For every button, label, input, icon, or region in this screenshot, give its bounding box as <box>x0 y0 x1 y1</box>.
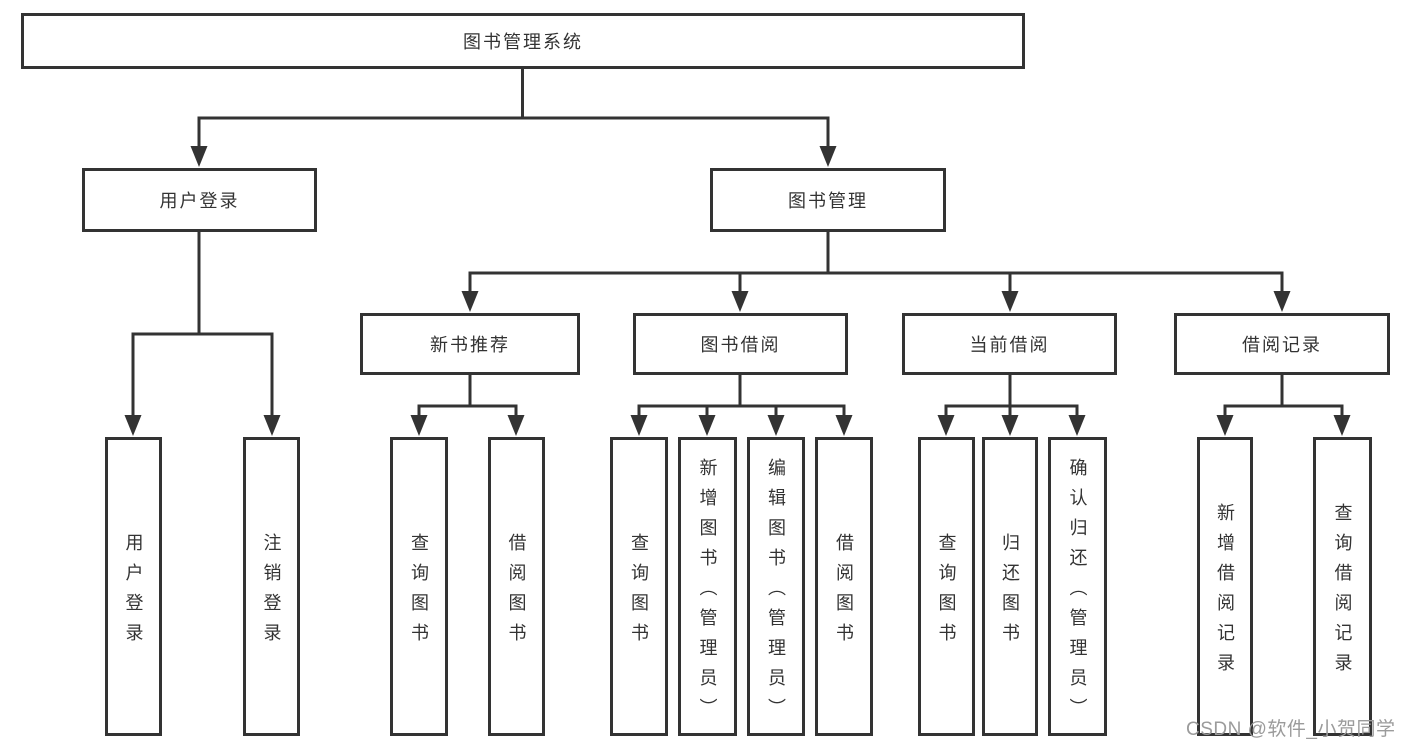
node-book-mgmt: 图书管理 <box>710 168 946 232</box>
leaf-query-book-newrec: 查询图书 <box>390 437 448 736</box>
leaf-query-book-current-label: 查询图书 <box>936 532 957 653</box>
leaf-edit-book-admin: 编辑图书（管理员） <box>747 437 805 736</box>
node-current-borrow-label: 当前借阅 <box>969 335 1050 355</box>
connector-user-login-branch <box>131 230 274 419</box>
leaf-query-book-newrec-label: 查询图书 <box>409 532 429 653</box>
connector-borrow-records-branch <box>1223 373 1344 419</box>
leaf-query-book-borrow: 查询图书 <box>610 437 668 736</box>
leaf-borrow-book-borrow: 借阅图书 <box>815 437 873 736</box>
leaf-logout-login-label: 注销登录 <box>261 532 282 653</box>
leaf-logout-login: 注销登录 <box>243 437 300 736</box>
watermark: CSDN @软件_小贺同学 <box>1186 719 1396 740</box>
node-book-borrow: 图书借阅 <box>633 313 848 375</box>
node-book-mgmt-label: 图书管理 <box>788 191 868 211</box>
node-borrow-records-label: 借阅记录 <box>1242 335 1322 355</box>
node-root: 图书管理系统 <box>21 13 1025 69</box>
leaf-confirm-return-admin: 确认归还（管理员） <box>1048 437 1107 736</box>
leaf-add-book-admin-label: 新增图书（管理员） <box>697 457 718 728</box>
connector-current-borrow-branch <box>944 373 1079 419</box>
node-book-borrow-label: 图书借阅 <box>700 335 781 355</box>
leaf-add-borrow-record-label: 新增借阅记录 <box>1215 502 1235 683</box>
leaf-user-login-label: 用户登录 <box>123 532 144 653</box>
leaf-borrow-book-newrec-label: 借阅图书 <box>506 532 527 653</box>
node-user-login: 用户登录 <box>82 168 317 232</box>
leaf-edit-book-admin-label: 编辑图书（管理员） <box>766 457 786 728</box>
leaf-user-login: 用户登录 <box>105 437 162 736</box>
arrowheads <box>124 146 1351 436</box>
leaf-query-borrow-record-label: 查询借阅记录 <box>1332 502 1353 683</box>
leaf-return-book-label: 归还图书 <box>1000 532 1020 653</box>
connector-root-branch <box>197 67 830 150</box>
node-current-borrow: 当前借阅 <box>902 313 1117 375</box>
leaf-add-borrow-record: 新增借阅记录 <box>1197 437 1253 736</box>
connector-new-book-rec-branch <box>417 373 518 419</box>
leaf-add-book-admin: 新增图书（管理员） <box>678 437 737 736</box>
node-new-book-rec-label: 新书推荐 <box>430 335 510 355</box>
leaf-return-book: 归还图书 <box>982 437 1038 736</box>
leaf-borrow-book-newrec: 借阅图书 <box>488 437 545 736</box>
leaf-confirm-return-admin-label: 确认归还（管理员） <box>1067 457 1088 728</box>
connector-book-mgmt-branch <box>468 230 1284 295</box>
node-user-login-label: 用户登录 <box>159 191 240 211</box>
node-new-book-rec: 新书推荐 <box>360 313 580 375</box>
leaf-query-borrow-record: 查询借阅记录 <box>1313 437 1372 736</box>
node-root-label: 图书管理系统 <box>463 32 583 52</box>
leaf-borrow-book-borrow-label: 借阅图书 <box>834 532 854 653</box>
connector-book-borrow-branch <box>637 373 846 419</box>
node-borrow-records: 借阅记录 <box>1174 313 1390 375</box>
leaf-query-book-current: 查询图书 <box>918 437 975 736</box>
leaf-query-book-borrow-label: 查询图书 <box>629 532 649 653</box>
